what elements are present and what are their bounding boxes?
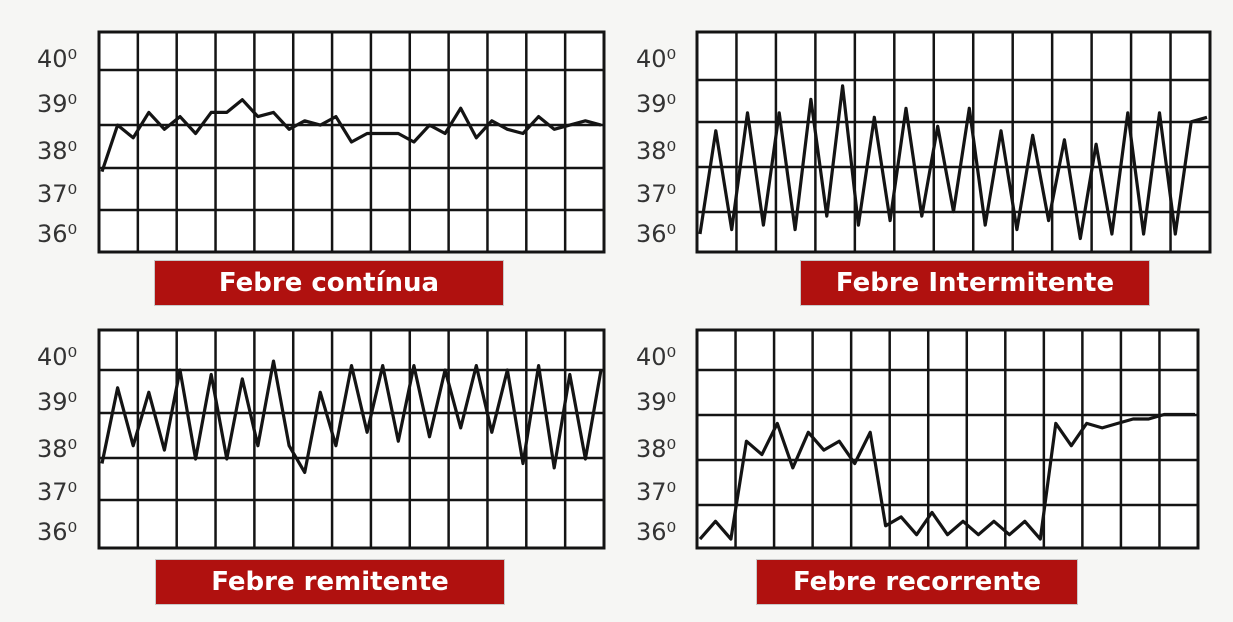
y-tick-label: 37⁰ xyxy=(636,478,676,506)
y-tick-label: 36⁰ xyxy=(37,220,77,248)
y-tick-label: 38⁰ xyxy=(636,137,676,165)
y-tick-label: 40⁰ xyxy=(636,343,676,371)
chart-remitente: 40⁰ 39⁰ 38⁰ 37⁰ 36⁰ xyxy=(37,328,606,550)
temperature-line xyxy=(698,84,1208,241)
y-tick-label: 37⁰ xyxy=(37,180,77,208)
temperature-line xyxy=(100,359,603,474)
y-tick-label: 37⁰ xyxy=(636,180,676,208)
y-tick-label: 36⁰ xyxy=(37,518,77,546)
y-tick-label: 37⁰ xyxy=(37,478,77,506)
y-tick-label: 36⁰ xyxy=(636,518,676,546)
label-febre-remitente: Febre remitente xyxy=(156,560,504,604)
y-tick-label: 36⁰ xyxy=(636,220,676,248)
y-tick-label: 38⁰ xyxy=(37,137,77,165)
temperature-line xyxy=(698,412,1195,541)
label-febre-recorrente: Febre recorrente xyxy=(757,560,1077,604)
y-tick-label: 40⁰ xyxy=(636,45,676,73)
y-tick-label: 40⁰ xyxy=(37,45,77,73)
label-febre-continua: Febre contínua xyxy=(155,261,503,305)
chart-continua: 40⁰ 39⁰ 38⁰ 37⁰ 36⁰ xyxy=(37,30,606,254)
y-tick-label: 40⁰ xyxy=(37,343,77,371)
chart-recorrente: 40⁰ 39⁰ 38⁰ 37⁰ 36⁰ xyxy=(636,328,1200,550)
chart-intermitente: 40⁰ 39⁰ 38⁰ 37⁰ 36⁰ xyxy=(636,30,1212,254)
y-tick-label: 38⁰ xyxy=(37,435,77,463)
temperature-line xyxy=(100,98,602,173)
y-tick-label: 39⁰ xyxy=(636,388,676,416)
plot-frame xyxy=(695,328,1200,550)
label-febre-intermitente: Febre Intermitente xyxy=(801,261,1149,305)
y-tick-label: 39⁰ xyxy=(37,90,77,118)
y-tick-label: 39⁰ xyxy=(636,90,676,118)
y-tick-label: 38⁰ xyxy=(636,435,676,463)
y-tick-label: 39⁰ xyxy=(37,388,77,416)
